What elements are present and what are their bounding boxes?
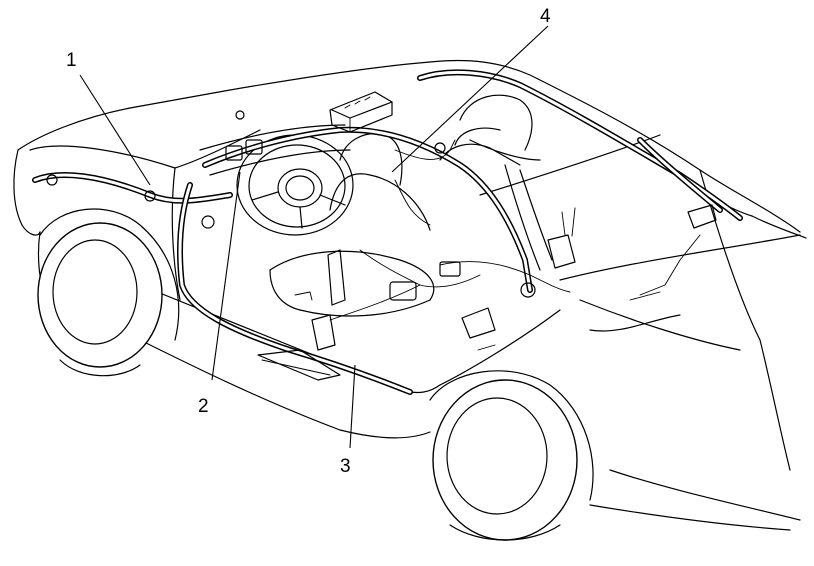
callout-3: 3 (340, 456, 351, 477)
scuff-plate (257, 349, 341, 381)
rear-wheel (429, 370, 594, 541)
leader-3 (349, 364, 356, 449)
airbag-control-module (329, 91, 393, 133)
driver-seat (269, 133, 435, 317)
leader-lines (79, 25, 549, 449)
leader-4 (391, 25, 549, 173)
side-impact-sensor (461, 307, 496, 351)
callout-1: 1 (66, 50, 77, 71)
fuse-block (225, 139, 263, 161)
callout-numbers: 1 2 3 4 (66, 6, 551, 477)
car-body-outline (13, 59, 807, 531)
callout-2: 2 (198, 396, 209, 417)
wiring-harness (32, 69, 743, 395)
front-wheel (37, 208, 180, 377)
leader-1 (79, 74, 151, 186)
callout-4: 4 (540, 6, 551, 27)
seat-belt-pretensioner-driver (294, 249, 346, 351)
connector-grommets (46, 110, 536, 298)
center-console-module (389, 261, 461, 301)
seat-belt-pretensioner-passenger (547, 207, 576, 269)
rear-seatbelt-anchor (629, 204, 717, 301)
leader-2 (211, 171, 241, 381)
passenger-seat (439, 94, 541, 166)
